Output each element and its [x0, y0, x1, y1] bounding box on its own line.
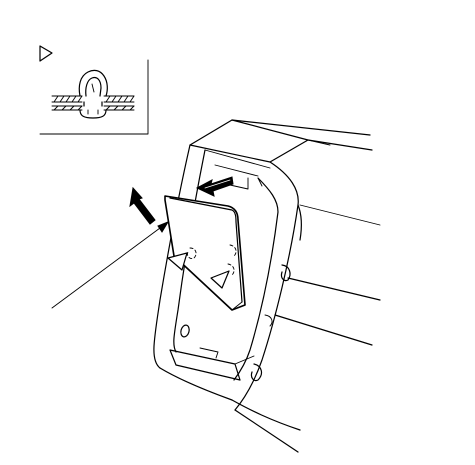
clip-location-triangle-upper [167, 252, 188, 271]
pull-direction-arrow [195, 176, 234, 197]
clip-location-triangle-lower [210, 270, 230, 289]
leader-arrowhead [157, 220, 170, 233]
inset-frame [39, 59, 149, 135]
leader-line [51, 227, 161, 309]
pillar-trim-assembly [153, 119, 381, 453]
view-indicator-triangle [39, 45, 53, 62]
removal-direction-arrow [129, 186, 156, 225]
removed-trim-panel [164, 195, 246, 311]
clip-cross-section [51, 69, 135, 119]
detail-inset [39, 45, 149, 135]
